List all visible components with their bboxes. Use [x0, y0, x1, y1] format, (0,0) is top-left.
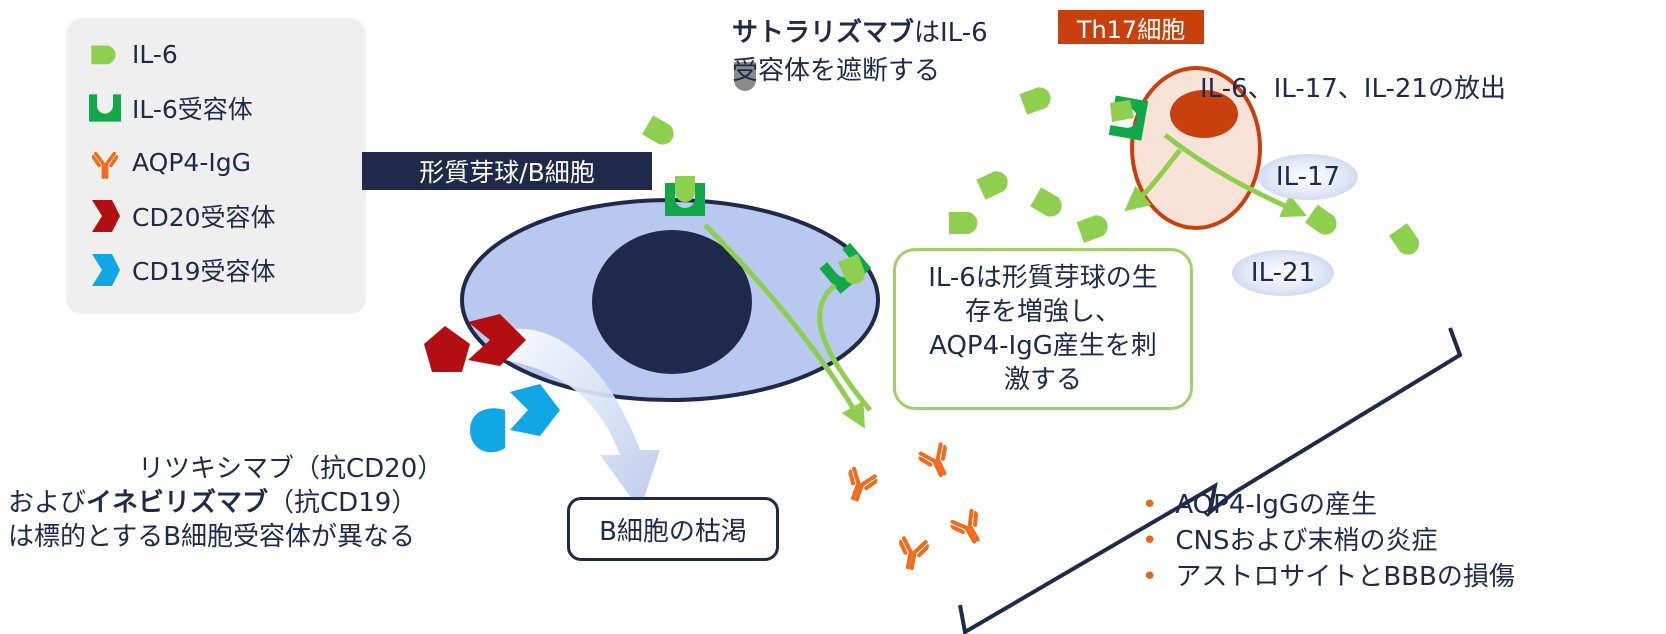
inebilizumab-icon [470, 408, 505, 453]
cd20-receptor-icon [468, 314, 526, 366]
legend-item-aqp4-igg: AQP4-IgG [86, 140, 251, 184]
il6-effect-line: 激する [1003, 365, 1082, 395]
outcome-item: • AQP4-IgGの産生 [1142, 488, 1377, 522]
il6-bean-icon [86, 35, 124, 73]
outcome-item: • CNSおよび末梢の炎症 [1142, 524, 1437, 558]
rituximab-text-line-3: は標的とするB細胞受容体が異なる [8, 522, 416, 552]
antibody-y-icon [916, 441, 958, 483]
il6-bound-icon [1110, 100, 1134, 122]
rituximab-text-post: （抗CD19） [268, 488, 418, 518]
cytokine-release-text: IL-6、IL-17、IL-21の放出 [1200, 74, 1506, 104]
th17-cell-label: Th17細胞 [1058, 10, 1204, 44]
signal-arrow [703, 223, 865, 429]
legend-item-cd20: CD20受容体 [86, 194, 276, 238]
il6-receptor-cup-icon [86, 89, 124, 127]
satralizumab-text-line-2: 受容体を遮断する [732, 56, 941, 86]
legend-item-il6-receptor: IL-6受容体 [86, 86, 253, 130]
legend-item-cd19: CD19受容体 [86, 248, 276, 292]
outcome-text: アストロサイトとBBBの損傷 [1175, 562, 1515, 592]
rituximab-text-line-2: およびイネビリズマブ（抗CD19） [8, 486, 417, 520]
bullet-icon: • [1142, 562, 1158, 592]
il6-effect-line: 存を増強し、 [964, 297, 1121, 327]
cd19-notch-icon [86, 251, 124, 289]
il6-bean-icon [1030, 187, 1066, 221]
outcome-text: AQP4-IgGの産生 [1175, 490, 1378, 520]
outcome-item: • アストロサイトとBBBの損傷 [1142, 560, 1515, 594]
il6-bean-icon [642, 115, 678, 149]
legend-label: IL-6受容体 [132, 95, 253, 124]
legend-label: CD20受容体 [132, 203, 276, 232]
antibody-y-icon [86, 143, 124, 181]
il6-bean-icon [1076, 212, 1111, 243]
antibody-y-icon [840, 465, 880, 506]
legend-panel: IL-6 IL-6受容体 AQP4-IgG CD20受容体 CD19受容体 [66, 18, 366, 314]
bullet-icon: • [1142, 490, 1158, 520]
outcome-text: CNSおよび末梢の炎症 [1175, 526, 1438, 556]
signal-arrow [817, 283, 872, 412]
satralizumab-text-line-1: サトラリズマブはIL-6 [732, 16, 988, 50]
outcome-brace [958, 327, 1463, 634]
legend-label: AQP4-IgG [132, 147, 251, 177]
il6-bound-icon [838, 254, 865, 285]
inebilizumab-name: イネビリズマブ [86, 488, 269, 518]
il6-bean-icon [1305, 204, 1341, 239]
legend-label: IL-6 [132, 39, 178, 69]
rituximab-text-line-1: リツキシマブ（抗CD20） [138, 454, 444, 484]
satralizumab-bound-icon [675, 176, 695, 202]
rituximab-text-pre: および [8, 488, 87, 518]
antibody-y-icon [894, 535, 931, 573]
satralizumab-text-rest: はIL-6 [914, 18, 988, 48]
b-cell-depletion-box: B細胞の枯渇 [567, 497, 779, 561]
b-cell-nucleus [592, 230, 752, 374]
il6-bean-icon [1019, 84, 1054, 115]
legend-label: CD19受容体 [132, 257, 276, 286]
il17-badge: IL-17 [1258, 154, 1358, 200]
legend-item-il6: IL-6 [86, 32, 178, 76]
antibody-y-icon [947, 507, 990, 550]
th17-release-arrow [1163, 133, 1308, 218]
il6-effect-line: AQP4-IgG産生を刺 [929, 331, 1157, 361]
il6-effect-box: IL-6は形質芽球の生 存を増強し、 AQP4-IgG産生を刺 激する [893, 248, 1193, 410]
rituximab-icon [424, 326, 470, 372]
th17-cell-nucleus [1170, 90, 1238, 138]
depletion-arrow [505, 328, 660, 510]
satralizumab-name: サトラリズマブ [732, 18, 915, 48]
plasma-b-cell-label: 形質芽球/B細胞 [362, 152, 652, 190]
cd19-receptor-icon [510, 384, 560, 436]
il6-bean-icon [949, 212, 978, 234]
bullet-icon: • [1142, 526, 1158, 556]
th17-release-arrow [1124, 148, 1182, 212]
il6-bean-icon [1388, 223, 1424, 260]
cd20-notch-icon [86, 197, 124, 235]
il6-effect-line: IL-6は形質芽球の生 [928, 263, 1158, 293]
satralizumab-shield-icon [734, 62, 756, 91]
il21-badge: IL-21 [1232, 250, 1334, 296]
il6-bean-icon [976, 167, 1012, 200]
il6-receptor-icon [1108, 95, 1149, 141]
